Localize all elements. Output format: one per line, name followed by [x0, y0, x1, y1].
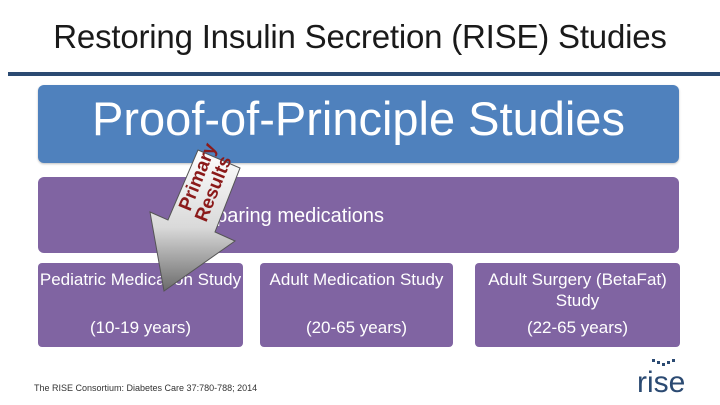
comparing-medications-label: Comparing medications: [173, 205, 385, 227]
title-divider: [8, 72, 720, 76]
proof-of-principle-box: Proof-of-Principle Studies: [38, 85, 679, 163]
study-name: Adult Medication Study: [269, 270, 444, 289]
study-name: Adult Surgery (BetaFat) Study: [488, 270, 667, 310]
study-ages: (10-19 years): [89, 318, 192, 337]
proof-of-principle-label: Proof-of-Principle Studies: [92, 92, 625, 145]
rise-logo-text: rise: [637, 366, 685, 399]
comparing-medications-box: Comparing medications: [38, 177, 679, 253]
page-title: Restoring Insulin Secretion (RISE) Studi…: [53, 18, 667, 55]
study-ages: (20-65 years): [305, 318, 408, 337]
citation: The RISE Consortium: Diabetes Care 37:78…: [34, 383, 258, 393]
pediatric-study-box: Pediatric Medication Study (10-19 years): [38, 263, 243, 347]
rise-logo: rise: [637, 359, 685, 399]
adult-medication-study-box: Adult Medication Study (20-65 years): [260, 263, 453, 347]
study-name: Pediatric Medication Study: [39, 270, 242, 289]
study-ages: (22-65 years): [526, 318, 629, 337]
adult-surgery-study-box: Adult Surgery (BetaFat) Study (22-65 yea…: [475, 263, 680, 347]
